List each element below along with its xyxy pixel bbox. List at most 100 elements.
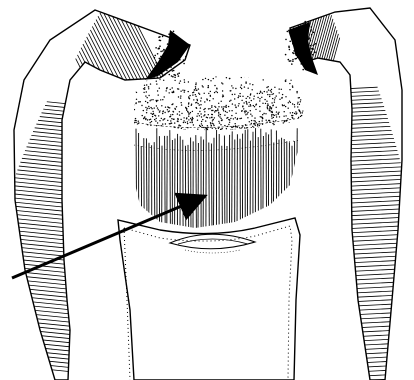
stipple-dot: [241, 88, 242, 89]
core-line: [170, 130, 171, 232]
hatch-line: [322, 290, 414, 295]
stipple-dot: [229, 131, 230, 132]
stipple-dot: [172, 76, 174, 78]
stipple-dot: [281, 128, 282, 129]
stipple-dot: [155, 47, 157, 49]
stipple-dot: [165, 123, 166, 124]
stipple-dot: [248, 106, 249, 107]
stipple-dot: [204, 111, 205, 112]
stipple-dot: [244, 76, 245, 77]
stipple-dot: [146, 91, 147, 92]
stipple-dot: [276, 107, 277, 108]
hatch-line: [87, 37, 132, 126]
stipple-dot: [178, 72, 180, 74]
stipple-dot: [158, 36, 160, 38]
stipple-dot: [196, 108, 197, 109]
stipple-dot: [180, 45, 182, 47]
stipple-dot: [225, 132, 226, 133]
stipple-dot: [132, 81, 133, 82]
hatch-line: [323, 320, 414, 325]
stipple-dot: [264, 99, 265, 100]
stipple-dot: [296, 92, 297, 93]
stipple-dot: [212, 123, 213, 124]
hatch-line: [0, 298, 97, 308]
stipple-dot: [279, 134, 280, 135]
hatch-line: [0, 311, 98, 321]
stipple-dot: [228, 124, 229, 125]
hatch-line: [320, 272, 414, 277]
stipple-dot: [171, 53, 173, 55]
stipple-dot: [248, 102, 249, 103]
stipple-dot: [266, 76, 267, 77]
stipple-dot: [183, 122, 184, 123]
stipple-dot: [257, 97, 258, 98]
stipple-dot: [281, 97, 282, 98]
stipple-dot: [191, 119, 192, 120]
stipple-dot: [240, 128, 241, 129]
stipple-dot: [269, 110, 270, 111]
stipple-dot: [202, 125, 203, 126]
stipple-dot: [170, 66, 172, 68]
stipple-dot: [191, 135, 192, 136]
hatch-line: [310, 200, 410, 205]
stipple-dot: [144, 85, 145, 86]
stipple-dot: [279, 126, 280, 127]
stipple-dot: [167, 64, 169, 66]
stipple-dot: [241, 130, 242, 131]
stipple-dot: [146, 84, 147, 85]
stipple-dot: [266, 91, 267, 92]
stipple-dot: [287, 118, 288, 119]
stipple-dot: [132, 108, 133, 109]
stipple-dot: [179, 83, 180, 84]
stipple-dot: [290, 134, 291, 135]
dotted-lower-body: [118, 218, 300, 380]
stipple-dot: [174, 122, 175, 123]
stipple-dot: [247, 113, 248, 114]
hatch-line: [305, 179, 405, 184]
stipple-dot: [302, 110, 303, 111]
stipple-dot: [268, 89, 269, 90]
stipple-dot: [229, 131, 230, 132]
stipple-dot: [174, 60, 176, 62]
stipple-dot: [204, 93, 205, 94]
stipple-dot: [197, 113, 198, 114]
stipple-dot: [175, 135, 176, 136]
stipple-dot: [145, 128, 146, 129]
stipple-dot: [295, 130, 296, 131]
stipple-dot: [172, 114, 173, 115]
stipple-dot: [295, 111, 296, 112]
stipple-dot: [267, 138, 268, 139]
stipple-dot: [294, 72, 295, 73]
stipple-dot: [299, 97, 300, 98]
stipple-dot: [272, 98, 273, 99]
hatch-line: [25, 151, 125, 161]
stipple-dot: [279, 135, 280, 136]
stipple-dot: [291, 131, 292, 132]
stipple-dot: [200, 113, 201, 114]
stipple-dot: [303, 89, 304, 90]
stipple-dot: [288, 108, 289, 109]
stipple-dot: [259, 111, 260, 112]
stipple-dot: [170, 57, 172, 59]
stipple-dot: [266, 120, 267, 121]
stipple-dot: [180, 91, 181, 92]
stipple-dot: [291, 130, 292, 131]
stipple-dot: [165, 58, 167, 60]
stipple-dot: [210, 135, 211, 136]
core-line: [266, 132, 267, 232]
stipple-dot: [217, 92, 218, 93]
stipple-dot: [196, 116, 197, 117]
stipple-dot: [297, 57, 299, 59]
stipple-dot: [201, 97, 202, 98]
stipple-dot: [273, 125, 274, 126]
stipple-dot: [150, 122, 151, 123]
stipple-dot: [212, 120, 213, 121]
stipple-dot: [146, 112, 147, 113]
stipple-dot: [242, 132, 243, 133]
stipple-dot: [285, 80, 286, 81]
stipple-dot: [147, 108, 148, 109]
stipple-dot: [233, 118, 234, 119]
stipple-dot: [189, 95, 190, 96]
stipple-dot: [304, 51, 306, 53]
stipple-dot: [254, 132, 255, 133]
